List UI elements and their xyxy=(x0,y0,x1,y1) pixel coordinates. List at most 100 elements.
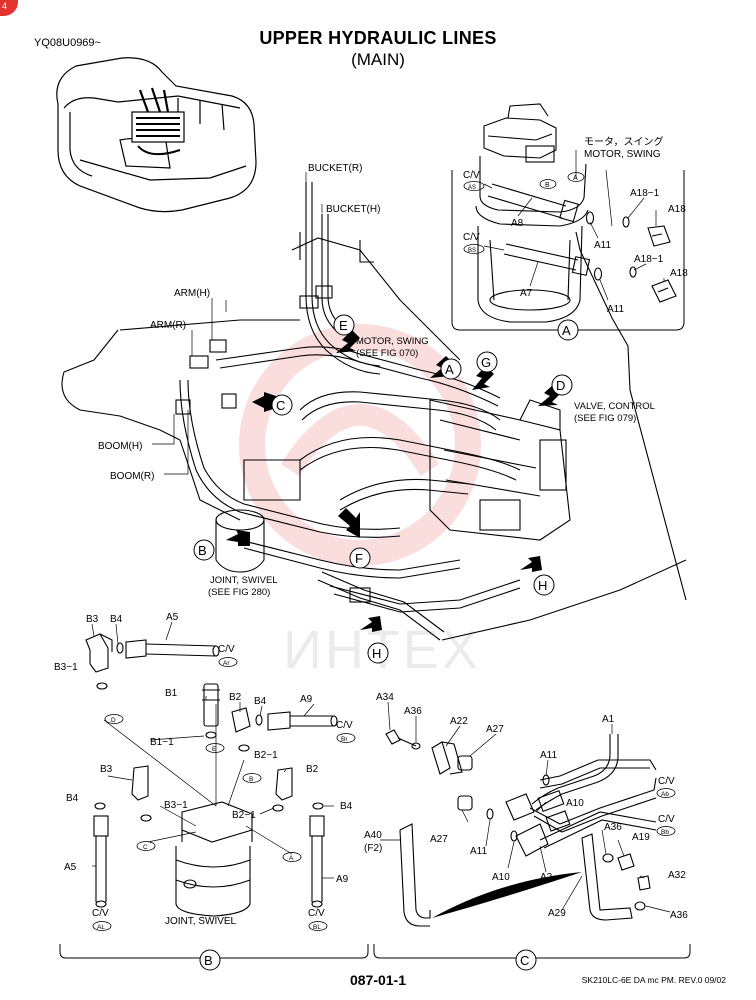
leader-lines-main xyxy=(152,172,323,475)
detail-b: B3 B4 A5 C/V Ar B3−1 D B1 B2 B4 A9 C/V B… xyxy=(54,612,369,971)
detail-b-cv-bl: C/V xyxy=(308,908,325,919)
inset-a-a11-bottom: A11 xyxy=(607,304,624,315)
label-joint-swivel: JOINT, SWIVEL xyxy=(210,575,278,586)
detail-c-a10-top: A10 xyxy=(566,798,584,809)
inset-a-cv-bs: BS xyxy=(468,248,476,254)
detail-b-a: A xyxy=(289,855,294,862)
detail-b-b: B xyxy=(249,776,253,783)
inset-a-port-a: A xyxy=(573,175,578,182)
detail-b-a5-bottom: A5 xyxy=(64,862,77,873)
main-callout-labels: BUCKET(R) BUCKET(H) ARM(H) ARM(R) BOOM(H… xyxy=(98,163,655,598)
label-motor-swing: MOTOR, SWING xyxy=(356,336,429,347)
watermark: ИНТЕХ xyxy=(239,324,481,680)
pipe-a7 xyxy=(503,243,591,276)
detail-b-a9-bottom: A9 xyxy=(336,874,349,885)
view-d-label: D xyxy=(556,378,565,393)
inset-a-a18-top: A18 xyxy=(668,204,686,215)
label-arm-r: ARM(R) xyxy=(150,320,186,331)
inset-a-title-en: MOTOR, SWING xyxy=(584,149,661,160)
detail-b-parts xyxy=(85,633,338,917)
detail-b-b1-1: B1−1 xyxy=(150,737,174,748)
inset-a-motor-swing: モータ，スイング MOTOR, SWING C/V AS C/V BS A B … xyxy=(451,103,688,341)
detail-b-cv-br: C/V xyxy=(336,720,353,731)
detail-b-b2-1-top: B2−1 xyxy=(254,750,278,761)
detail-b-cv-al: C/V xyxy=(92,908,109,919)
detail-b-al: AL xyxy=(97,924,105,931)
detail-c-a36-top: A36 xyxy=(404,706,422,717)
inset-a-title-jp: モータ，スイング xyxy=(584,135,664,148)
detail-c-cv-bb: C/V xyxy=(658,814,675,825)
detail-c-swoosh xyxy=(432,872,582,918)
page-number: 087-01-1 xyxy=(349,972,407,988)
label-valve-control: VALVE, CONTROL xyxy=(574,401,655,412)
detail-b-cv-ar: C/V xyxy=(218,644,235,655)
inset-a-a7: A7 xyxy=(520,288,533,299)
detail-b-b4-right: B4 xyxy=(340,801,353,812)
detail-b-joint-swivel: JOINT, SWIVEL xyxy=(165,916,237,927)
detail-c-a40: A40 xyxy=(364,830,382,841)
corner-page-marker: 4 xyxy=(0,0,18,16)
detail-b-b2-1-mid: B2−1 xyxy=(232,810,256,821)
detail-c-a2: A2 xyxy=(540,872,553,883)
inset-a-port-b: B xyxy=(545,182,550,189)
detail-b-b2-top: B2 xyxy=(229,692,242,703)
detail-b-br: Br xyxy=(341,736,348,743)
inset-a-cv-as: AS xyxy=(468,185,476,191)
detail-c-f2: (F2) xyxy=(364,843,382,854)
o-rings-inset-a xyxy=(585,211,637,281)
detail-b-b3-top: B3 xyxy=(86,614,99,625)
detail-b-bl: BL xyxy=(313,924,321,931)
detail-c-a19: A19 xyxy=(632,832,650,843)
detail-c: A34 A36 A22 A27 A1 A11 C/V Ab A10 C/V Bb… xyxy=(364,692,691,971)
inset-a-a11-top: A11 xyxy=(594,240,611,251)
label-boom-h: BOOM(H) xyxy=(98,441,142,452)
detail-c-a22: A22 xyxy=(450,716,468,727)
detail-c-leaders xyxy=(380,701,671,913)
detail-c-a34: A34 xyxy=(376,692,394,703)
label-bucket-h: BUCKET(H) xyxy=(326,204,380,215)
detail-b-a5-top: A5 xyxy=(166,612,179,623)
inset-a-a18-bottom: A18 xyxy=(670,268,688,279)
detail-b-b3-mid: B3 xyxy=(100,764,113,775)
detail-b-a9-top: A9 xyxy=(300,694,313,705)
detail-c-a1: A1 xyxy=(602,714,615,725)
detail-c-bb: Bb xyxy=(661,829,669,836)
view-g-label: G xyxy=(481,355,491,370)
detail-c-a10-bottom: A10 xyxy=(492,872,510,883)
detail-b-leaders xyxy=(91,621,334,879)
detail-b-b1: B1 xyxy=(165,688,178,699)
view-c-label: C xyxy=(276,398,285,413)
view-h-label-right: H xyxy=(538,578,547,593)
detail-c-a29: A29 xyxy=(548,908,566,919)
detail-b-label: B xyxy=(204,953,213,968)
view-f-label: F xyxy=(355,551,363,566)
label-valve-control-ref: (SEE FIG 079) xyxy=(574,413,636,424)
inset-a-a18-1-bottom: A18−1 xyxy=(634,254,664,265)
revision-code: SK210LC-6E DA mc PM. REV.0 09/02 xyxy=(581,975,726,985)
view-b-label: B xyxy=(198,543,207,558)
detail-c-a11-top: A11 xyxy=(540,750,557,761)
label-bucket-r: BUCKET(R) xyxy=(308,163,362,174)
label-arm-h: ARM(H) xyxy=(174,288,210,299)
label-motor-swing-ref: (SEE FIG 070) xyxy=(356,348,418,359)
fittings-a18 xyxy=(647,225,677,303)
detail-b-ar: Ar xyxy=(223,660,230,667)
view-a-label: A xyxy=(445,362,454,377)
page-subtitle: (MAIN) xyxy=(351,50,405,69)
detail-c-parts xyxy=(385,729,657,927)
view-h-label-bottom: H xyxy=(372,646,381,661)
detail-c-ab: Ab xyxy=(661,791,669,798)
page-title: UPPER HYDRAULIC LINES xyxy=(259,28,497,48)
detail-b-b4-mid: B4 xyxy=(254,696,267,707)
view-circles: E A G D C B F H H xyxy=(193,314,573,664)
document-id: YQ08U0969~ xyxy=(34,37,101,49)
detail-b-b3-1-top: B3−1 xyxy=(54,662,78,673)
detail-b-e: E xyxy=(212,746,217,753)
swing-motor-drawing xyxy=(475,103,589,323)
detail-b-b3-1-mid: B3−1 xyxy=(164,800,188,811)
detail-c-a36-mid: A36 xyxy=(604,822,622,833)
detail-c-a32: A32 xyxy=(668,870,686,881)
view-e-label: E xyxy=(339,318,348,333)
